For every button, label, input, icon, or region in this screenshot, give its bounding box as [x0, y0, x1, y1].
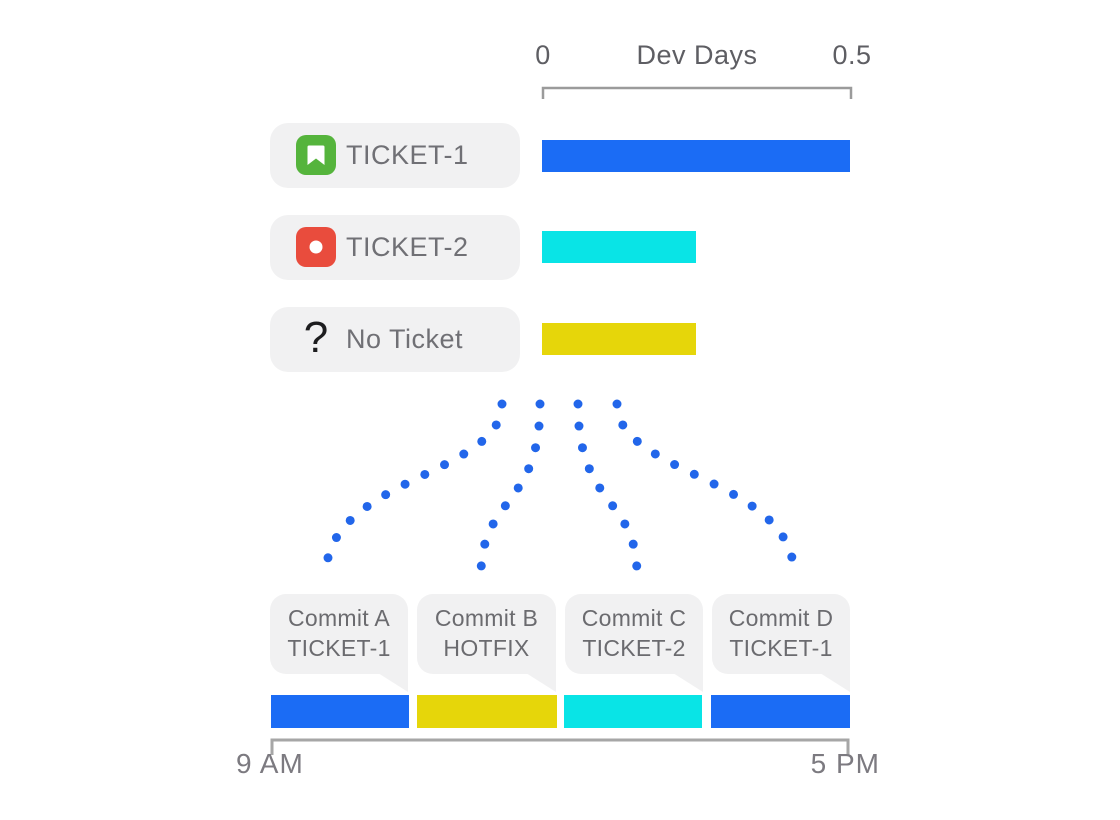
bubble-tail: [673, 673, 703, 692]
dev-days-axis-min: 0: [535, 40, 551, 70]
commit-bubble-d: Commit D TICKET-1: [712, 594, 850, 692]
commit-bubble-b: Commit B HOTFIX: [417, 594, 556, 692]
timeline-start-label: 9 AM: [236, 748, 304, 779]
commit-text: Commit A TICKET-1: [270, 603, 408, 663]
connector-commit-d: [612, 399, 799, 580]
ticket-row-ticket-1: TICKET-1: [270, 123, 520, 188]
ticket-label: TICKET-2: [346, 232, 469, 262]
commit-title: Commit A: [287, 605, 391, 631]
bubble-tail: [526, 673, 556, 692]
bookmark-icon: [296, 135, 336, 175]
bubble-tail: [378, 673, 408, 692]
ticket-row-no-ticket: ? No Ticket: [270, 307, 520, 372]
connector-commit-b: [476, 399, 545, 580]
ticket-label: TICKET-1: [346, 140, 469, 170]
question-icon: ?: [303, 313, 329, 362]
commit-title: Commit B: [434, 605, 539, 631]
dev-days-bar-ticket-1: [542, 140, 850, 172]
timeline-end-label: 5 PM: [810, 748, 880, 779]
commit-ticket: HOTFIX: [443, 635, 530, 661]
commit-bubble-a: Commit A TICKET-1: [270, 594, 408, 692]
commit-ticket: TICKET-2: [582, 635, 686, 661]
timeline-segment-commit-c: [564, 695, 702, 728]
commit-ticket: TICKET-1: [287, 635, 391, 661]
commit-ticket: TICKET-1: [729, 635, 833, 661]
commit-bubble-c: Commit C TICKET-2: [565, 594, 703, 692]
timeline-segment-commit-a: [271, 695, 409, 728]
commit-title: Commit C: [581, 605, 687, 631]
dev-days-bar-ticket-2: [542, 231, 696, 263]
connector-commit-a: [321, 399, 507, 580]
commit-title: Commit D: [728, 605, 834, 631]
top-bracket: [541, 86, 853, 99]
ticket-label: No Ticket: [346, 324, 464, 354]
ticket-row-ticket-2: TICKET-2: [270, 215, 520, 280]
timeline-segment-commit-d: [711, 695, 850, 728]
bottom-bracket: [270, 738, 850, 755]
commit-connectors: [321, 399, 799, 580]
connector-commit-c: [573, 399, 642, 580]
bubble-tail: [820, 673, 850, 692]
timeline-segment-commit-b: [417, 695, 557, 728]
commit-text: Commit D TICKET-1: [712, 603, 850, 663]
dev-days-bar-no-ticket: [542, 323, 696, 355]
dev-days-axis-max: 0.5: [832, 40, 872, 70]
commit-text: Commit B HOTFIX: [417, 603, 556, 663]
commit-text: Commit C TICKET-2: [565, 603, 703, 663]
dev-days-axis-title: Dev Days: [636, 40, 758, 70]
record-icon: [296, 227, 336, 267]
